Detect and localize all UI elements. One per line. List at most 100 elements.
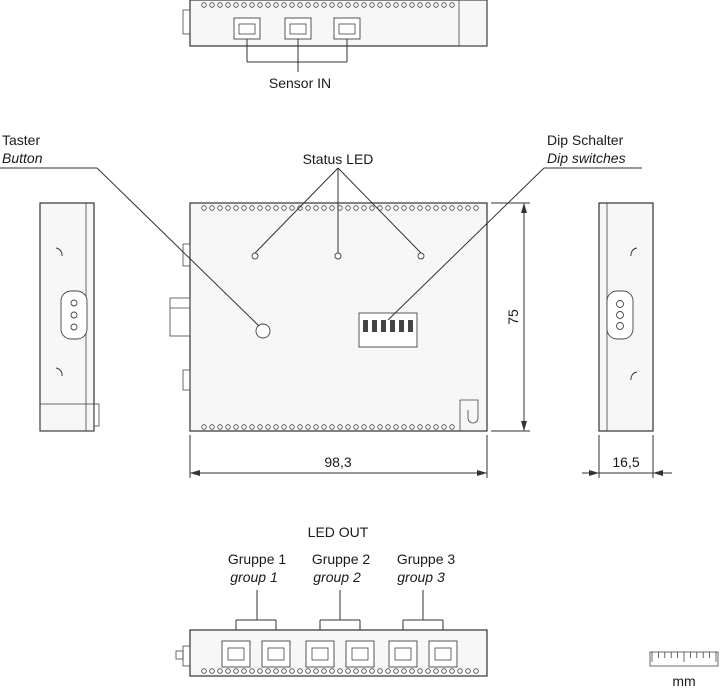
group3-label: group 3 [397, 569, 445, 585]
vent-bump [201, 668, 207, 674]
vent-bump [449, 668, 455, 674]
vent-bump [241, 205, 247, 211]
sensor-connector-2 [284, 17, 312, 40]
vent-bump [329, 424, 335, 430]
vent-bump [473, 668, 479, 674]
vent-bump [305, 668, 311, 674]
status-led-2 [334, 252, 342, 260]
dip-switch-key [363, 320, 368, 332]
sensor-connector-1 [233, 17, 261, 40]
vent-bump [457, 668, 463, 674]
vent-bump [257, 424, 263, 430]
led-out-connector-3 [305, 640, 335, 668]
vent-bump [377, 668, 383, 674]
vent-bump [233, 424, 239, 430]
vent-bump [369, 2, 375, 8]
gruppe2-label: Gruppe 2 [312, 551, 371, 567]
vent-bump [241, 424, 247, 430]
vent-bump [449, 205, 455, 211]
dip-switch-key [381, 320, 386, 332]
vent-bump [265, 424, 271, 430]
vent-bump [297, 668, 303, 674]
vent-bump [425, 205, 431, 211]
vent-bump [233, 2, 239, 8]
led-out-label: LED OUT [308, 524, 369, 540]
led-out-connector-4 [345, 640, 375, 668]
vent-bump [433, 205, 439, 211]
vent-bump [249, 424, 255, 430]
front-view-top-bumps [201, 205, 479, 211]
vent-bump [457, 205, 463, 211]
bottom-view-bumps [201, 668, 479, 674]
width-dimension: 98,3 [324, 454, 351, 470]
sensor-connector-3 [333, 17, 361, 40]
vent-bump [401, 668, 407, 674]
vent-bump [281, 424, 287, 430]
vent-bump [465, 205, 471, 211]
vent-bump [353, 424, 359, 430]
vent-bump [201, 424, 207, 430]
vent-bump [313, 2, 319, 8]
vent-bump [369, 205, 375, 211]
vent-bump [385, 668, 391, 674]
vent-bump [425, 2, 431, 8]
vent-bump [337, 668, 343, 674]
vent-bump [425, 424, 431, 430]
vent-bump [329, 668, 335, 674]
vent-bump [273, 205, 279, 211]
vent-bump [201, 205, 207, 211]
vent-bump [217, 2, 223, 8]
scale-bar: mm [649, 651, 719, 688]
vent-bump [473, 205, 479, 211]
vent-bump [273, 668, 279, 674]
vent-bump [441, 2, 447, 8]
vent-bump [345, 668, 351, 674]
vent-bump [393, 2, 399, 8]
vent-bump [257, 668, 263, 674]
vent-bump [385, 424, 391, 430]
vent-bump [217, 205, 223, 211]
vent-bump [385, 205, 391, 211]
vent-bump [225, 205, 231, 211]
top-view-side-tab [182, 9, 191, 35]
top-view-bumps [201, 2, 455, 8]
vent-bump [361, 424, 367, 430]
vent-bump [313, 205, 319, 211]
group1-label: group 1 [230, 569, 277, 585]
vent-bump [393, 205, 399, 211]
left-side-view [39, 202, 100, 432]
scale-ticks [651, 652, 717, 662]
vent-bump [249, 668, 255, 674]
vent-bump [353, 668, 359, 674]
vent-bump [225, 2, 231, 8]
bottom-view: LED OUT Gruppe 1 group 1 Gruppe 2 group … [175, 524, 488, 677]
vent-bump [313, 424, 319, 430]
vent-bump [265, 205, 271, 211]
top-view: Sensor IN [182, 0, 488, 91]
status-led-3 [417, 252, 425, 260]
vent-bump [433, 2, 439, 8]
front-view-side-plug [169, 297, 191, 337]
vent-bump [465, 668, 471, 674]
vent-bump [401, 424, 407, 430]
vent-bump [417, 2, 423, 8]
taster-label: Taster [2, 132, 40, 148]
vent-bump [361, 668, 367, 674]
vent-bump [441, 424, 447, 430]
led-out-connector-2 [261, 640, 291, 668]
vent-bump [257, 205, 263, 211]
vent-bump [321, 424, 327, 430]
vent-bump [361, 2, 367, 8]
dip-switch-key [390, 320, 395, 332]
led-out-connector-5 [388, 640, 418, 668]
vent-bump [345, 424, 351, 430]
vent-bump [305, 2, 311, 8]
group2-label: group 2 [313, 569, 361, 585]
dip-switch-key [408, 320, 413, 332]
vent-bump [329, 2, 335, 8]
dip-switch-keys [363, 320, 413, 332]
vent-bump [281, 205, 287, 211]
vent-bump [233, 668, 239, 674]
vent-bump [209, 205, 215, 211]
